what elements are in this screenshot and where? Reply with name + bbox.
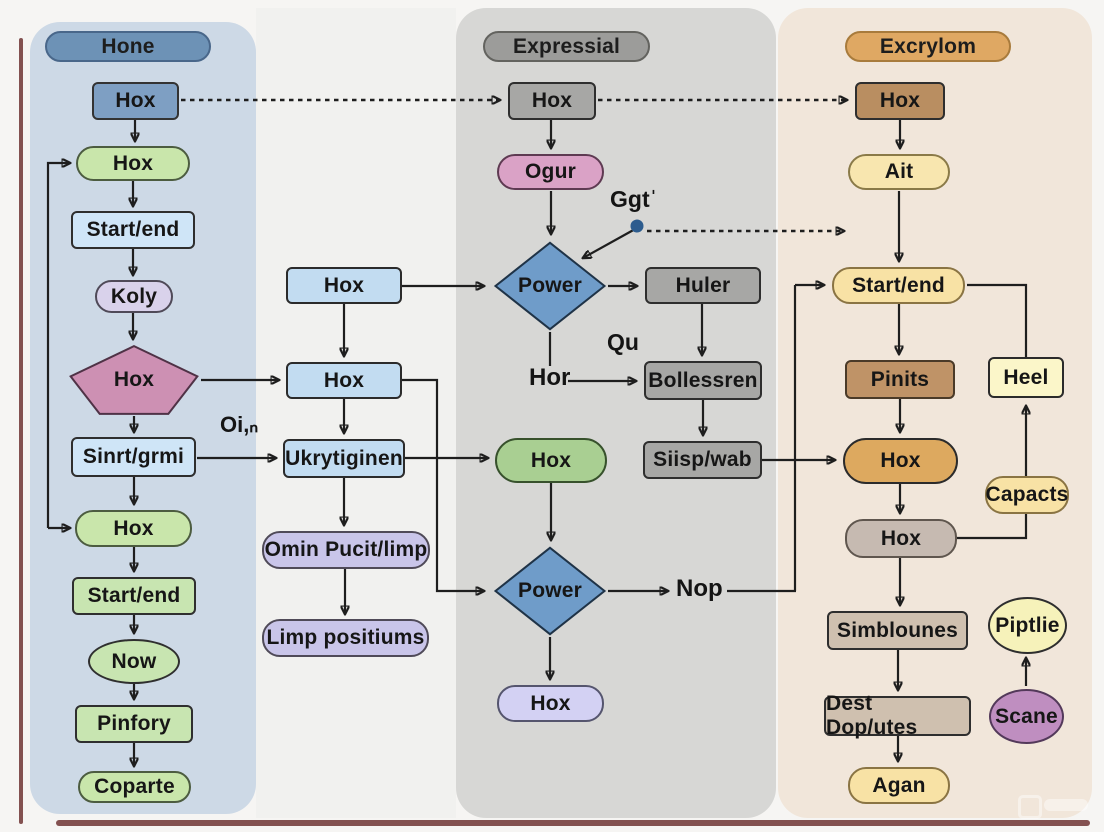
- lane-header-expressial: Expressial: [483, 31, 650, 62]
- page-edge-bottom: [56, 820, 1090, 826]
- node-piptlie: Piptlie: [988, 597, 1067, 654]
- node-simblounes: Simblounes: [827, 611, 968, 650]
- edge-label-hor: Hor: [529, 364, 571, 391]
- node-hox-process: Hox: [92, 82, 179, 120]
- node-omin-pucit-limp: Omin Pucit/limp: [262, 531, 430, 569]
- node-start-end: Start/end: [72, 577, 196, 615]
- node-huler: Huler: [645, 267, 761, 304]
- node-koly: Koly: [95, 280, 173, 313]
- node-now: Now: [88, 639, 180, 684]
- node-power-decision: Power: [492, 546, 608, 636]
- edge-label-nop: Nop: [676, 575, 723, 602]
- node-hox-process: Hox: [286, 362, 402, 399]
- lane-header-label: Excrylom: [879, 34, 977, 58]
- node-scane: Scane: [989, 689, 1064, 744]
- node-ukrytiginen: Ukrytiginen: [283, 439, 405, 478]
- node-start-end: Start/end: [71, 211, 195, 249]
- node-dest-dop-utes: Dest Dop/utes: [824, 692, 971, 739]
- node-bollessren: Bollessren: [644, 361, 762, 400]
- edge-label-qu: Qu: [607, 329, 639, 355]
- lane-gap: [256, 8, 456, 818]
- node-capacts: Capacts: [985, 476, 1069, 514]
- lane-header-hone: Hone: [45, 31, 211, 62]
- node-pinits: Pinits: [845, 360, 955, 399]
- node-hox-process: Hox: [855, 82, 945, 120]
- node-ogur: Ogur: [497, 154, 604, 190]
- node-power-decision: Power: [492, 241, 608, 331]
- node-hox-process: Hox: [508, 82, 596, 120]
- node-hox-rounded: Hox: [497, 685, 604, 722]
- node-hox-rounded: Hox: [76, 146, 190, 181]
- node-heel: Heel: [988, 357, 1064, 398]
- lane-panel-excrylom: [778, 8, 1092, 818]
- node-hox-rounded: Hox: [75, 510, 192, 547]
- node-ait: Ait: [848, 154, 950, 190]
- node-sinrt-grmi: Sinrt/grmi: [71, 437, 196, 477]
- edge-label-ggt: Ggtˈ: [610, 186, 658, 212]
- node-hox-rounded: Hox: [495, 438, 607, 483]
- node-siisp-wab: Siisp/wab: [643, 441, 762, 479]
- lane-panel-expressial: [456, 8, 776, 818]
- node-pinfory: Pinfory: [75, 705, 193, 743]
- ggt-dot: [630, 219, 644, 233]
- node-agan: Agan: [848, 767, 950, 804]
- node-hox-decision-pink: Hox: [68, 344, 200, 416]
- watermark: [1018, 793, 1098, 819]
- page-edge-left: [19, 38, 23, 824]
- node-hox-rounded: Hox: [843, 438, 958, 484]
- node-hox-rounded: Hox: [845, 519, 957, 558]
- lane-header-excrylom: Excrylom: [845, 31, 1011, 62]
- lane-header-label: Hone: [101, 34, 155, 58]
- node-start-end: Start/end: [832, 267, 965, 304]
- node-limp-positiums: Limp positiums: [262, 619, 429, 657]
- lane-header-label: Expressial: [512, 34, 621, 58]
- node-hox-process: Hox: [286, 267, 402, 304]
- node-coparte: Coparte: [78, 771, 191, 803]
- edge-label-oin: Oi,ₙ: [220, 412, 259, 437]
